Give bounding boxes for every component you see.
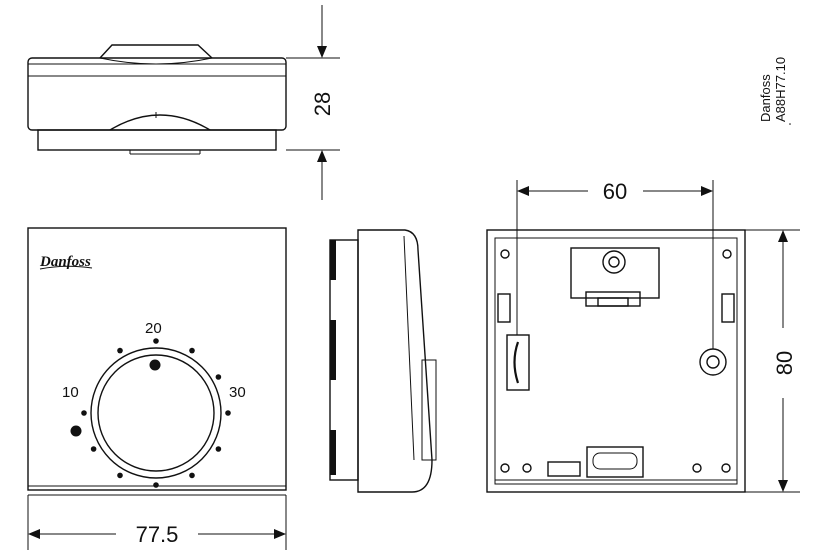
scale-label-10: 10 xyxy=(62,384,79,401)
dial-pointer xyxy=(149,359,161,371)
mounting-hole xyxy=(721,463,731,473)
height-dimension-label: 28 xyxy=(310,92,335,116)
side-view xyxy=(329,229,437,493)
drawing-reference: Danfoss A88H77.10 xyxy=(758,57,791,125)
temperature-scale-dots xyxy=(81,338,231,488)
wall-slot xyxy=(506,334,530,391)
mounting-hole xyxy=(522,463,532,473)
scale-label-20: 20 xyxy=(145,320,162,337)
back-height-dimension: 80 xyxy=(745,229,800,493)
front-width-dimension: 77.5 xyxy=(27,495,287,550)
scale-dot xyxy=(117,472,123,479)
top-view xyxy=(27,44,287,155)
mounting-hole xyxy=(500,463,510,473)
scale-label-30: 30 xyxy=(229,384,246,401)
mounting-hole xyxy=(500,249,510,259)
dial-outer-ring xyxy=(90,347,222,479)
scale-dot xyxy=(117,347,123,354)
back-view xyxy=(486,229,746,493)
scale-dot xyxy=(153,338,159,344)
scale-dot xyxy=(90,446,97,452)
scale-dot xyxy=(215,374,222,380)
danfoss-logo: Danfoss xyxy=(39,254,93,270)
mounting-hole xyxy=(692,463,702,473)
mounting-hole xyxy=(722,249,732,259)
scale-dot xyxy=(215,446,222,452)
setpoint-dial[interactable] xyxy=(97,354,215,472)
front-view: Danfoss 20 10 30 xyxy=(27,227,287,496)
back-width-dimension: 60 xyxy=(516,179,714,349)
front-width-label: 77.5 xyxy=(136,522,179,547)
reference-brand: Danfoss xyxy=(758,74,773,122)
scale-dot xyxy=(153,482,159,488)
scale-dot xyxy=(81,410,87,416)
height-dimension: 28 xyxy=(286,5,340,200)
scale-dot xyxy=(189,347,195,354)
cable-entry xyxy=(586,446,644,478)
scale-dot xyxy=(189,472,195,479)
indicator-led xyxy=(70,425,82,437)
back-height-label: 80 xyxy=(772,351,797,375)
scale-dot xyxy=(225,410,231,416)
back-width-label: 60 xyxy=(603,179,627,204)
logo-text: Danfoss xyxy=(39,254,91,270)
reference-code: A88H77.10 xyxy=(773,57,788,122)
